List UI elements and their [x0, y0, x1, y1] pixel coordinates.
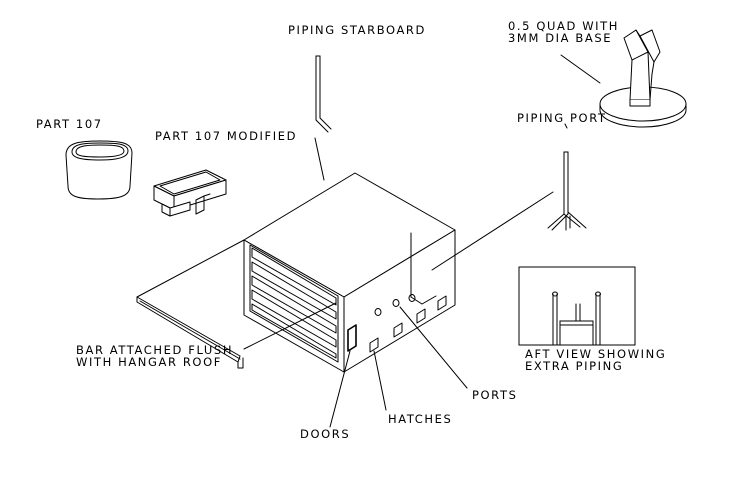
label-part-107: PART 107 [36, 117, 103, 131]
part-107-modified [153, 169, 227, 217]
ports-leader [399, 306, 468, 389]
doors-leader [329, 350, 351, 428]
roof-bar [136, 239, 245, 369]
aft-view [518, 266, 636, 346]
label-quad-line1: 0.5 QUAD WITH [508, 19, 619, 33]
piping-starboard-part [315, 55, 332, 133]
label-part-107-modified: PART 107 MODIFIED [155, 129, 297, 143]
label-bar-line2: WITH HANGAR ROOF [76, 355, 222, 369]
hangar-box [243, 172, 456, 373]
label-aft-view-line2: EXTRA PIPING [525, 359, 623, 373]
label-piping-port: PIPING PORT [517, 111, 607, 125]
piping-port-leader [431, 191, 554, 271]
label-ports: PORTS [472, 388, 517, 402]
hatches-leader [373, 350, 387, 411]
piping-starboard-leader [314, 137, 325, 181]
quad-part [599, 29, 687, 128]
piping-port-part [547, 151, 587, 231]
label-piping-starboard: PIPING STARBOARD [288, 23, 426, 37]
label-bar-line1: BAR ATTACHED FLUSH [76, 343, 233, 357]
label-hatches: HATCHES [388, 412, 452, 426]
piping-port-label-tick [564, 123, 568, 129]
part-107 [65, 140, 133, 200]
label-quad-line2: 3MM DIA BASE [508, 31, 612, 45]
label-doors: DOORS [300, 427, 350, 441]
bar-leader [243, 302, 337, 350]
label-aft-view-line1: AFT VIEW SHOWING [525, 347, 666, 361]
quad-leader [560, 54, 601, 84]
